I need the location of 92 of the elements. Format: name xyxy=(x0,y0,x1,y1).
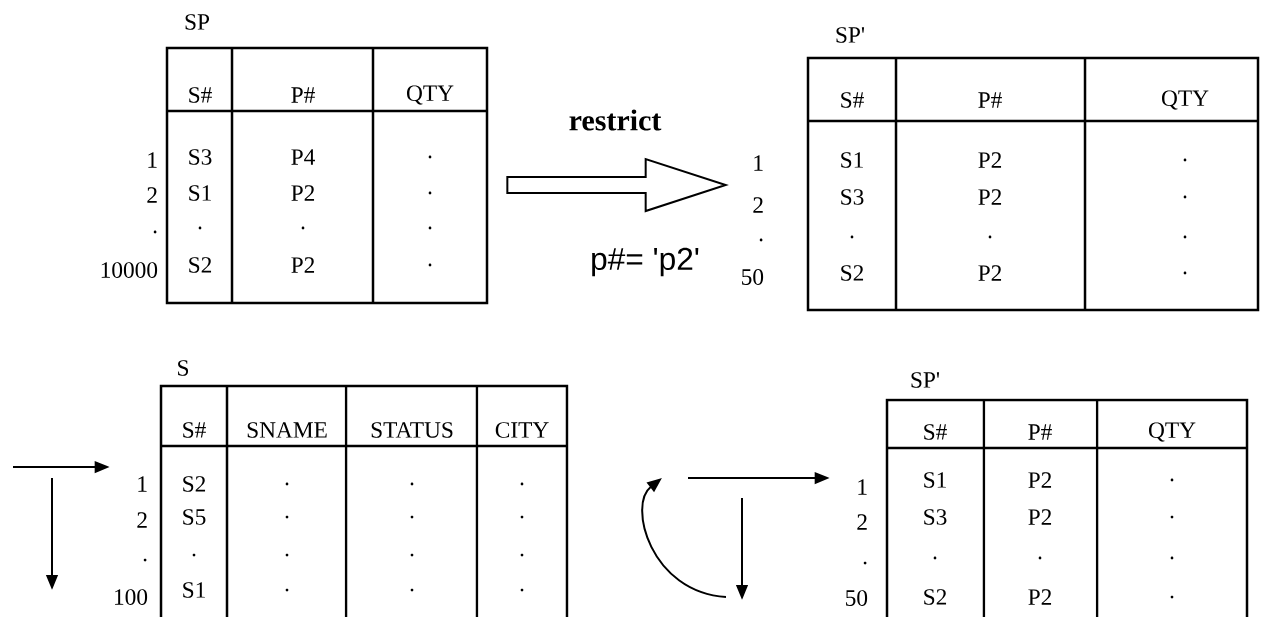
table-cell: . xyxy=(410,482,414,486)
table-cell: S1 xyxy=(841,152,863,168)
row-number: 1 xyxy=(754,155,763,171)
table-cell: . xyxy=(428,155,432,159)
row-number: 1 xyxy=(138,476,147,492)
row-number: 50 xyxy=(846,590,868,606)
table-cell: P2 xyxy=(291,185,315,201)
row-number: 10000 xyxy=(101,262,158,278)
column-header: SNAME xyxy=(247,422,327,438)
table-cell: . xyxy=(1183,235,1187,239)
column-header: QTY xyxy=(1149,422,1196,442)
table-title: SP' xyxy=(836,27,865,43)
table-cell: S3 xyxy=(189,149,212,165)
arrow xyxy=(506,157,729,213)
table-cell: . xyxy=(1170,595,1174,599)
table-cell: S1 xyxy=(183,582,205,598)
table-cell: . xyxy=(1183,271,1187,275)
table-cell: . xyxy=(933,556,937,560)
column-header: S# xyxy=(924,424,947,440)
table xyxy=(806,27,1260,312)
row-number: 1 xyxy=(858,479,867,495)
row-number: 2 xyxy=(753,197,763,213)
table-cell: S2 xyxy=(841,265,864,281)
row-number: . xyxy=(863,561,867,565)
column-header: P# xyxy=(291,87,315,103)
table-cell: P2 xyxy=(978,189,1002,205)
table-cell: . xyxy=(428,226,432,230)
table-cell: . xyxy=(520,515,524,519)
table-cell: . xyxy=(428,263,432,267)
row-number: 2 xyxy=(857,514,867,530)
table-title: S xyxy=(178,360,189,376)
table-cell: P2 xyxy=(978,152,1002,168)
table-cell: . xyxy=(301,226,305,230)
row-number: 1 xyxy=(148,152,157,168)
table-cell: P4 xyxy=(291,149,315,165)
table xyxy=(159,360,569,617)
table-cell: S3 xyxy=(924,509,947,525)
table-cell: . xyxy=(410,515,414,519)
table-cell: S1 xyxy=(924,472,946,488)
column-header: QTY xyxy=(407,85,454,105)
table-cell: . xyxy=(1170,515,1174,519)
table-cell: S2 xyxy=(183,476,206,492)
table-cell: S2 xyxy=(924,589,947,605)
table-cell: P2 xyxy=(291,257,315,273)
table-cell: . xyxy=(410,553,414,557)
column-header: S# xyxy=(183,422,206,438)
row-number: . xyxy=(759,238,763,242)
table-cell: . xyxy=(988,235,992,239)
column-header: CITY xyxy=(495,422,549,438)
table-cell: . xyxy=(1183,195,1187,199)
table xyxy=(165,14,489,305)
table-cell: . xyxy=(285,553,289,557)
table-cell: . xyxy=(520,553,524,557)
table-cell: . xyxy=(1170,478,1174,482)
table-cell: . xyxy=(192,553,196,557)
column-header: P# xyxy=(978,92,1002,108)
column-header: S# xyxy=(189,87,212,103)
column-header: STATUS xyxy=(371,422,453,438)
row-number: . xyxy=(143,558,147,562)
table-cell: . xyxy=(428,191,432,195)
table-cell: . xyxy=(520,588,524,592)
table-cell: . xyxy=(1183,158,1187,162)
column-header: P# xyxy=(1028,424,1052,440)
table-cell: S2 xyxy=(189,257,212,273)
table-cell: S1 xyxy=(189,185,211,201)
table-cell: . xyxy=(1170,556,1174,560)
table-cell: . xyxy=(520,482,524,486)
table-title: SP xyxy=(185,14,210,30)
column-header: QTY xyxy=(1162,90,1209,110)
table-cell: . xyxy=(1038,556,1042,560)
row-number: 100 xyxy=(115,589,148,605)
table xyxy=(885,372,1249,617)
table-cell: P2 xyxy=(978,265,1002,281)
table-cell: . xyxy=(410,588,414,592)
table-cell: . xyxy=(850,235,854,239)
table-cell: P2 xyxy=(1028,589,1052,605)
edge-label: restrict xyxy=(569,109,662,131)
row-number: . xyxy=(153,230,157,234)
column-header: S# xyxy=(841,92,864,108)
table-cell: S3 xyxy=(841,189,864,205)
row-number: 2 xyxy=(137,512,147,528)
table-cell: . xyxy=(285,482,289,486)
table-title: SP' xyxy=(911,372,940,388)
table-cell: . xyxy=(285,515,289,519)
table-cell: P2 xyxy=(1028,472,1052,488)
table-cell: P2 xyxy=(1028,509,1052,525)
table-cell: . xyxy=(285,588,289,592)
table-cell: . xyxy=(198,226,202,230)
row-number: 2 xyxy=(147,187,157,203)
table-cell: S5 xyxy=(183,509,206,525)
row-number: 50 xyxy=(742,269,764,285)
condition-label: p#= 'p2' xyxy=(592,247,699,277)
